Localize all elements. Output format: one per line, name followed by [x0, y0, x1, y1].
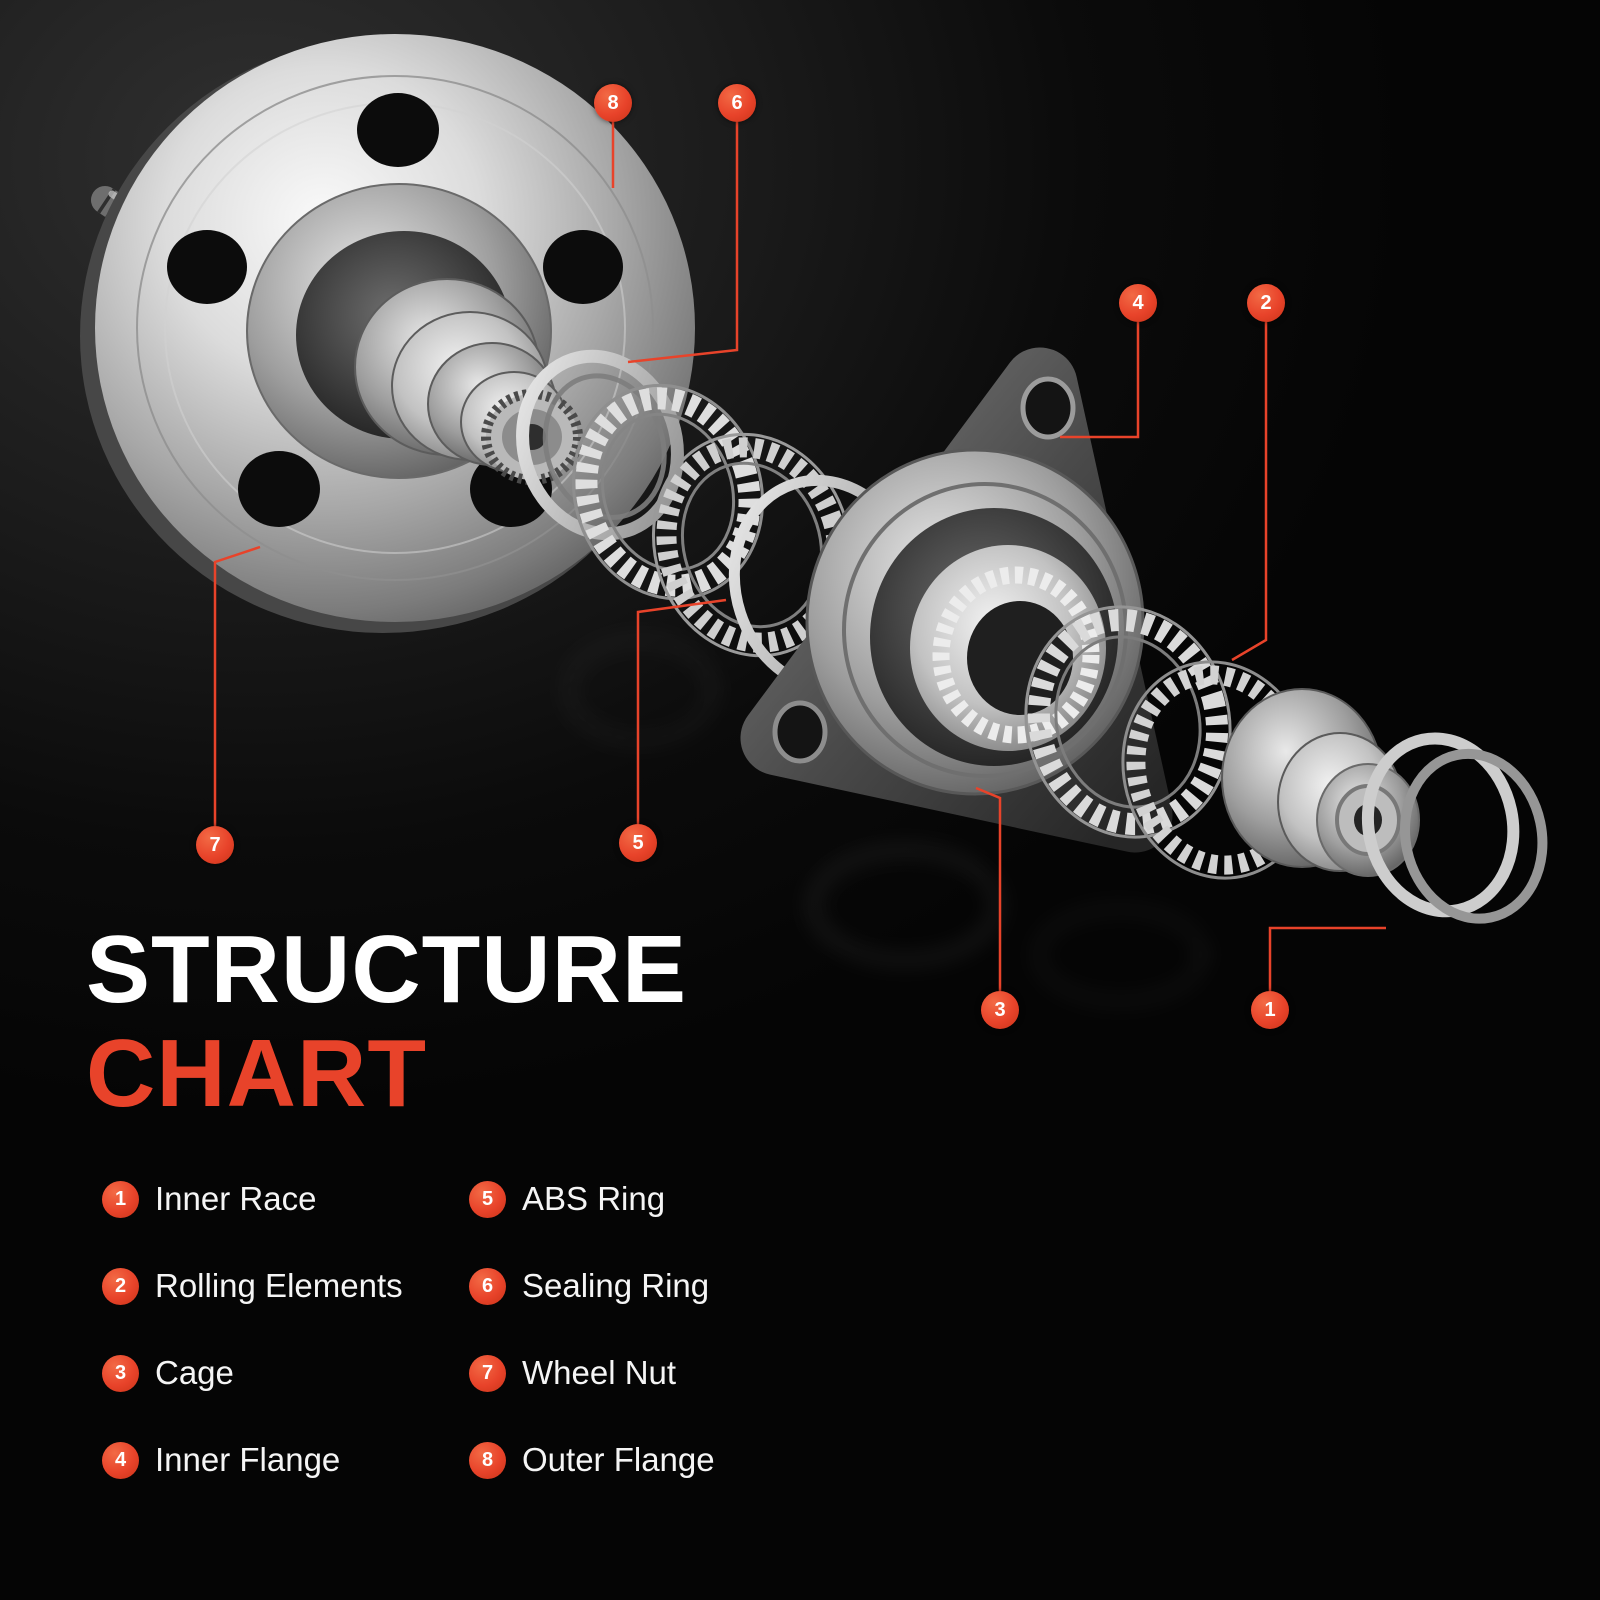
legend-badge-2: 2: [102, 1267, 139, 1305]
callout-8: 8: [594, 84, 632, 122]
legend-item-cage: 3 Cage: [102, 1354, 469, 1392]
legend-item-sealing-ring: 6 Sealing Ring: [469, 1267, 715, 1305]
legend-badge-1: 1: [102, 1180, 139, 1218]
callout-4: 4: [1119, 284, 1157, 322]
callout-number: 1: [1264, 998, 1276, 1021]
legend-badge-4: 4: [102, 1441, 139, 1479]
leader-line-2: [1231, 322, 1268, 662]
callout-number: 2: [1260, 291, 1272, 314]
legend-label-inner-race: Inner Race: [155, 1180, 317, 1217]
inner-race-part: [1361, 732, 1548, 924]
callout-number: 3: [994, 998, 1006, 1021]
callout-number: 6: [731, 91, 743, 114]
legend-label-wheel-nut: Wheel Nut: [522, 1354, 677, 1391]
reflection-ghosts: [561, 633, 1208, 1007]
legend-badge-3: 3: [102, 1354, 139, 1392]
callout-number: 8: [607, 91, 619, 114]
title-block: STRUCTURE CHART: [86, 918, 687, 1125]
hub-sleeve-part: [1221, 688, 1420, 877]
legend-item-inner-flange: 4 Inner Flange: [102, 1441, 469, 1479]
callout-1: 1: [1251, 991, 1289, 1029]
leader-line-3: [975, 786, 1002, 991]
sealing-ring-part: [516, 349, 684, 541]
legend-item-outer-flange: 8 Outer Flange: [469, 1441, 715, 1479]
callout-7: 7: [196, 826, 234, 864]
legend-label-sealing-ring: Sealing Ring: [522, 1267, 710, 1304]
legend-badge-7: 7: [469, 1354, 506, 1392]
legend-column-left: 1 Inner Race 2 Rolling Elements 3 Cage 4…: [102, 1180, 469, 1479]
page-title-structure: STRUCTURE: [86, 916, 687, 1023]
legend-item-abs-ring: 5 ABS Ring: [469, 1180, 715, 1218]
legend-column-right: 5 ABS Ring 6 Sealing Ring 7 Wheel Nut 8 …: [469, 1180, 715, 1479]
leader-line-4: [1060, 322, 1140, 439]
legend-badge-5: 5: [469, 1180, 506, 1218]
callout-number: 4: [1132, 291, 1144, 314]
page-title-chart: CHART: [86, 1019, 427, 1127]
legend: 1 Inner Race 2 Rolling Elements 3 Cage 4…: [102, 1180, 715, 1479]
legend-item-inner-race: 1 Inner Race: [102, 1180, 469, 1218]
leader-line-1: [1268, 926, 1386, 991]
leader-line-5: [636, 598, 727, 824]
leader-line-6: [627, 122, 739, 364]
callout-number: 7: [209, 833, 221, 856]
legend-badge-6: 6: [469, 1267, 506, 1305]
legend-label-outer-flange: Outer Flange: [522, 1441, 715, 1478]
callout-5: 5: [619, 824, 657, 862]
legend-label-rolling-elements: Rolling Elements: [155, 1267, 403, 1304]
callout-3: 3: [981, 991, 1019, 1029]
callout-2: 2: [1247, 284, 1285, 322]
legend-item-wheel-nut: 7 Wheel Nut: [469, 1354, 715, 1392]
legend-label-abs-ring: ABS Ring: [522, 1180, 666, 1217]
callout-6: 6: [718, 84, 756, 122]
legend-label-cage: Cage: [155, 1354, 234, 1391]
legend-badge-8: 8: [469, 1441, 506, 1479]
callout-number: 5: [632, 831, 644, 854]
leader-lines: [213, 122, 1386, 991]
inner-flange-part: [740, 347, 1173, 853]
legend-item-rolling-elements: 2 Rolling Elements: [102, 1267, 469, 1305]
outer-flange-part: [80, 34, 695, 633]
legend-label-inner-flange: Inner Flange: [155, 1441, 341, 1478]
leader-line-7: [213, 545, 261, 826]
